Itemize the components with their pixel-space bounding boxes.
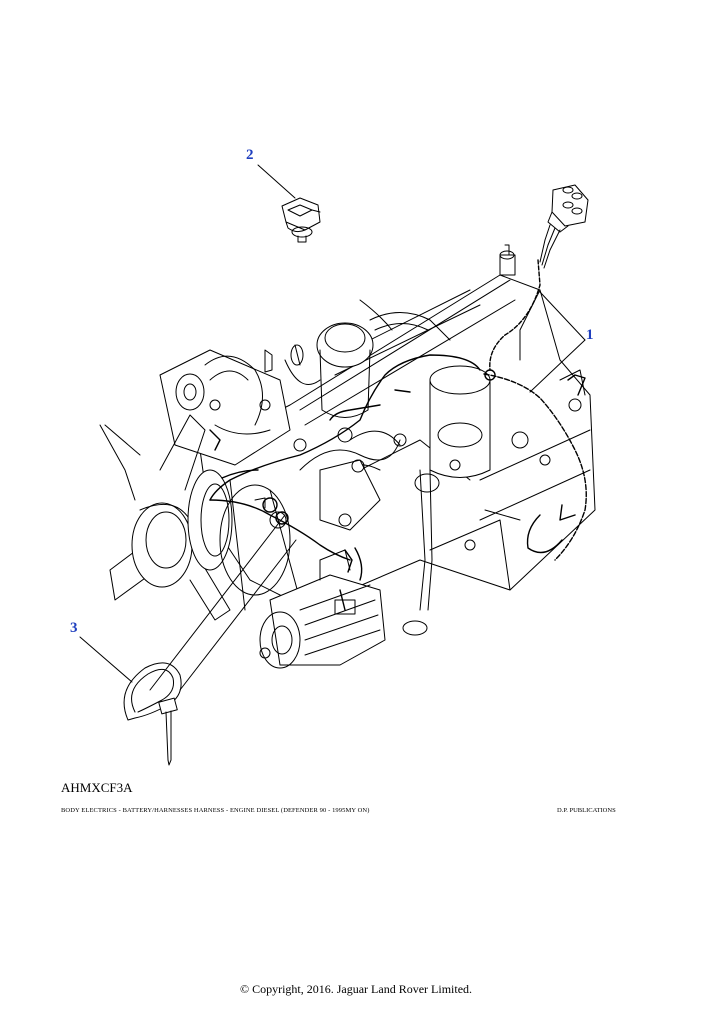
engine-harness-illustration — [209, 259, 587, 611]
illustration-code: AHMXCF3A — [61, 780, 133, 795]
copyright-notice: © Copyright, 2016. Jaguar Land Rover Lim… — [239, 982, 473, 996]
cable-tie-tail-line — [149, 514, 286, 691]
callout-1[interactable]: 1 — [586, 327, 594, 343]
callout-2[interactable]: 2 — [246, 147, 254, 163]
harness-connector — [539, 184, 589, 269]
callout-3[interactable]: 3 — [70, 620, 78, 636]
engine-block-illustration — [199, 244, 596, 636]
intake-manifold-illustration — [159, 344, 321, 466]
leader-line-2 — [257, 164, 296, 199]
cable-tie-tail-line — [179, 539, 297, 691]
diagram-caption: BODY ELECTRICS - BATTERY/HARNESSES HARNE… — [61, 807, 370, 814]
publisher-label: D.P. PUBLICATIONS — [557, 807, 616, 814]
leader-line-1 — [529, 339, 586, 393]
alternator-illustration — [259, 549, 386, 669]
harness-clip-part[interactable] — [281, 197, 321, 243]
fan-pulley-illustration — [99, 414, 301, 621]
leader-line-1 — [539, 291, 586, 341]
leader-line-3 — [79, 636, 133, 683]
cable-tie-part[interactable] — [123, 662, 182, 766]
